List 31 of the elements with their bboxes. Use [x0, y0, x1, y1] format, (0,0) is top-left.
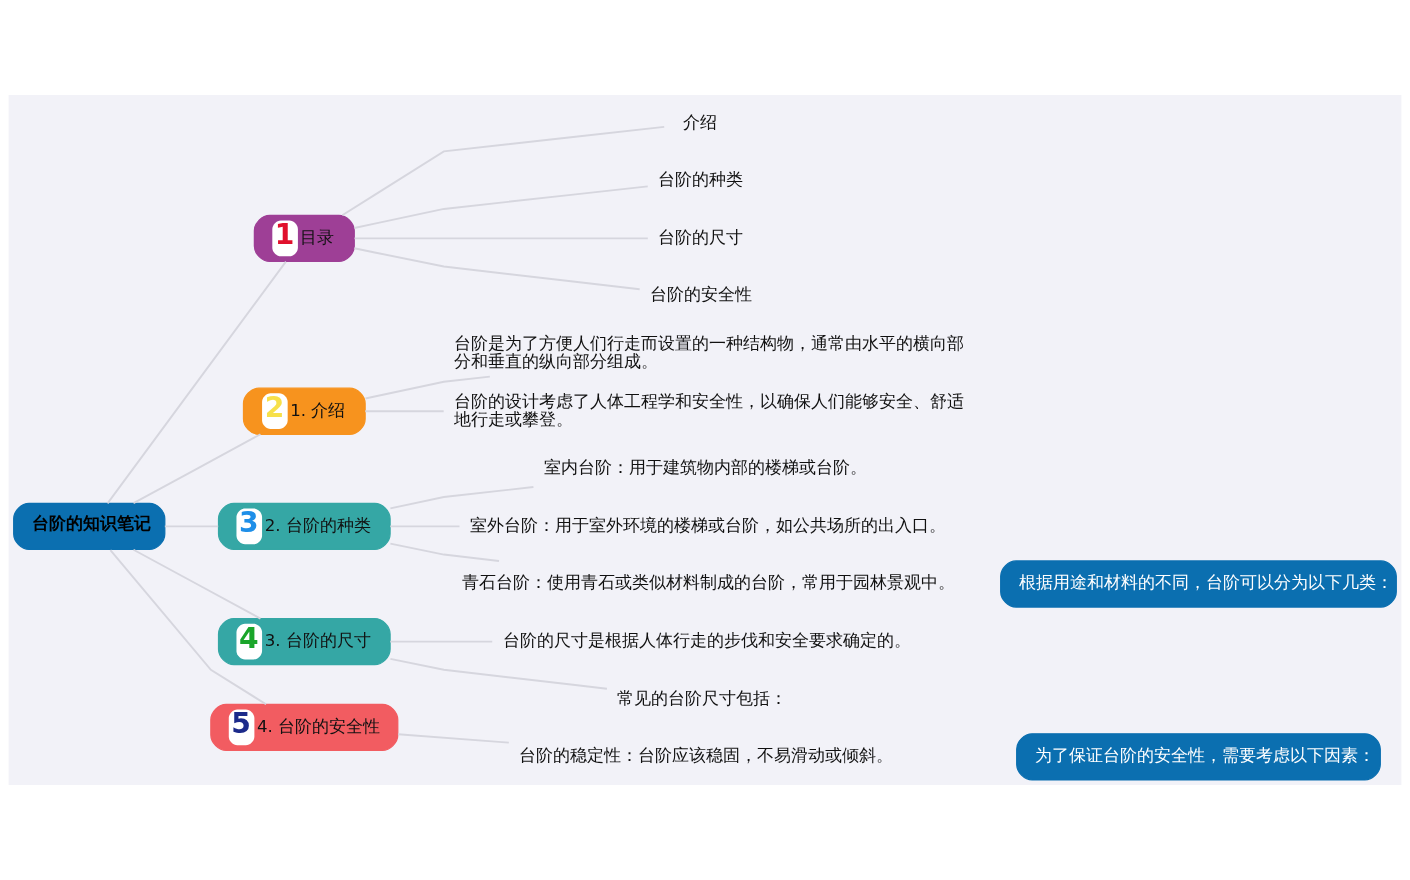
node-text: 台阶的尺寸 [658, 227, 744, 247]
connector [132, 433, 262, 505]
node-text: 台阶的尺寸是根据人体行走的步伐和安全要求确定的。 [502, 630, 911, 650]
connector [132, 548, 262, 620]
connector [341, 125, 666, 217]
node-box: 5 4. 台阶的安全性 [210, 703, 399, 752]
node-box: 3 2. 台阶的种类 [217, 502, 391, 551]
connector [397, 733, 510, 744]
node-text: 台阶是为了方便人们行走而设置的一种结构物，通常由水平的横向部分和垂直的纵向部分组成。 [454, 333, 965, 371]
node-text: 室内台阶：用于建筑物内部的楼梯或台阶。 [543, 458, 867, 478]
connector [389, 542, 500, 562]
node-box: 根据用途和材料的不同，台阶可以分为以下几类： [1000, 560, 1397, 608]
node-text: 常见的台阶尺寸包括： [617, 688, 788, 708]
connector [109, 549, 268, 706]
node-box: 为了保证台阶的安全性，需要考虑以下因素： [1016, 733, 1381, 781]
node-box: 1 目录 [253, 214, 355, 263]
node-text: 室外台阶：用于室外环境的楼梯或台阶，如公共场所的出入口。 [470, 515, 947, 535]
node-box: 台阶的知识笔记 [13, 502, 166, 551]
node-text: 台阶的种类 [658, 170, 744, 190]
connector [389, 486, 535, 510]
connector [353, 185, 649, 229]
node-text: 台阶的稳定性：台阶应该稳固，不易滑动或倾斜。 [519, 746, 894, 766]
node-box: 2 1. 介绍 [242, 387, 366, 435]
connector [353, 247, 641, 291]
node-text: 台阶的安全性 [649, 285, 752, 305]
node-box: 4 3. 台阶的尺寸 [217, 617, 391, 666]
connector [364, 375, 491, 400]
connector [389, 657, 608, 690]
node-text: 青石台阶：使用青石或类似材料制成的台阶，常用于园林景观中。 [462, 573, 956, 593]
node-text: 介绍 [682, 112, 717, 132]
node-text: 台阶的设计考虑了人体工程学和安全性，以确保人们能够安全、舒适地行走或攀登。 [454, 391, 965, 429]
